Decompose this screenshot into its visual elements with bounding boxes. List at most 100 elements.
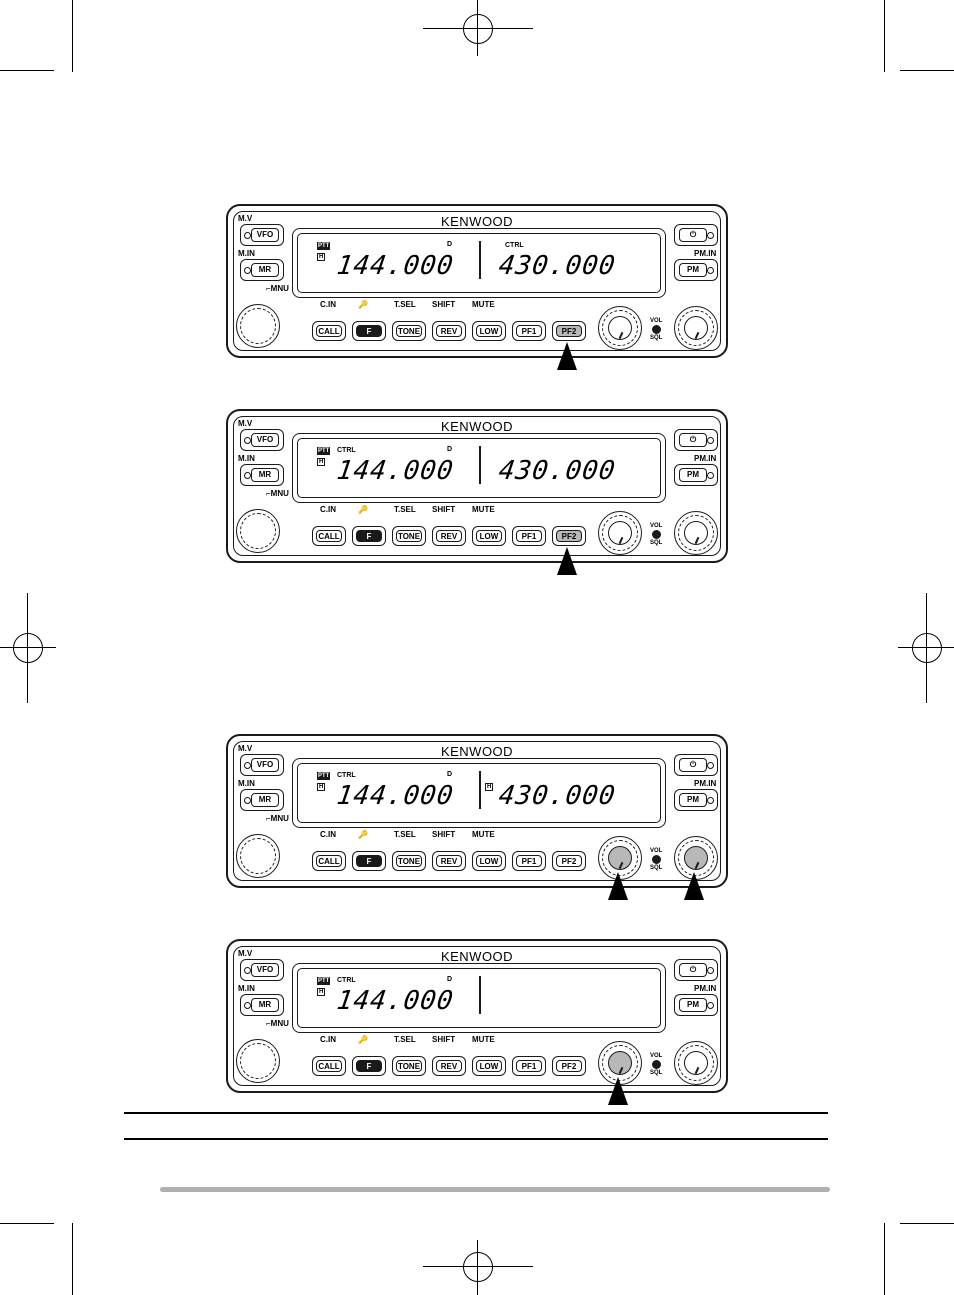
panel-bezel bbox=[233, 741, 721, 881]
tuning-knob-main[interactable] bbox=[236, 1039, 280, 1083]
rev-key[interactable]: REV bbox=[432, 851, 466, 871]
indicator-dot bbox=[244, 232, 251, 239]
lcd-inner-frame bbox=[297, 438, 661, 498]
rev-key[interactable]: REV bbox=[432, 321, 466, 341]
mr-button[interactable]: MR bbox=[240, 789, 284, 811]
key-lock-icon: 🔑 bbox=[358, 300, 368, 309]
right-band-knob[interactable] bbox=[674, 306, 718, 350]
indicator-dot bbox=[707, 967, 714, 974]
tone-key-label: TONE bbox=[396, 325, 422, 337]
mr-button-label: MR bbox=[251, 468, 279, 482]
mv-label: M.V bbox=[238, 744, 253, 753]
indicator-dot bbox=[707, 472, 714, 479]
rev-key[interactable]: REV bbox=[432, 526, 466, 546]
crop-mark bbox=[884, 1223, 886, 1295]
call-key[interactable]: CALL bbox=[312, 321, 346, 341]
vfo-button[interactable]: VFO bbox=[240, 754, 284, 776]
vol-label: VOL bbox=[650, 1053, 663, 1059]
pm-button[interactable]: PM bbox=[674, 994, 718, 1016]
f-key[interactable]: F bbox=[352, 1056, 386, 1076]
shift-label: SHIFT bbox=[432, 1035, 456, 1044]
pf2-key[interactable]: PF2 bbox=[552, 1056, 586, 1076]
power-button[interactable]: ⏻ bbox=[674, 959, 718, 981]
tone-key[interactable]: TONE bbox=[392, 851, 426, 871]
pm-button[interactable]: PM bbox=[674, 789, 718, 811]
crop-mark bbox=[900, 70, 954, 72]
right-band-knob[interactable] bbox=[674, 511, 718, 555]
pf1-key[interactable]: PF1 bbox=[512, 1056, 546, 1076]
power-button[interactable]: ⏻ bbox=[674, 224, 718, 246]
mr-button-label: MR bbox=[251, 793, 279, 807]
mnu-label-text: MNU bbox=[270, 814, 289, 823]
pf1-key[interactable]: PF1 bbox=[512, 321, 546, 341]
pf2-key[interactable]: PF2 bbox=[552, 851, 586, 871]
indicator-dot bbox=[244, 762, 251, 769]
pf1-key[interactable]: PF1 bbox=[512, 851, 546, 871]
mnu-label: ⌐MNU bbox=[266, 1019, 289, 1028]
vol-sql-indicator: VOL SQL bbox=[650, 1053, 662, 1076]
vfo-button[interactable]: VFO bbox=[240, 429, 284, 451]
rev-key-label: REV bbox=[436, 1060, 462, 1072]
left-band-knob[interactable] bbox=[598, 306, 642, 350]
call-key[interactable]: CALL bbox=[312, 851, 346, 871]
power-button[interactable]: ⏻ bbox=[674, 754, 718, 776]
radio-front-panel-3: KENWOOD M.V VFO M.IN MR ⌐MNU ⏻ PM.IN PM … bbox=[226, 734, 728, 888]
pf2-key-label: PF2 bbox=[556, 1060, 582, 1072]
pm-button[interactable]: PM bbox=[674, 464, 718, 486]
lcd-display: PTT H CTRL D 144.000 bbox=[292, 963, 666, 1033]
pf1-key-label: PF1 bbox=[516, 855, 542, 867]
call-key-label: CALL bbox=[316, 530, 342, 542]
d-indicator: D bbox=[447, 771, 453, 778]
pf2-key-label: PF2 bbox=[556, 855, 582, 867]
call-key[interactable]: CALL bbox=[312, 526, 346, 546]
lcd-display: PTT H D 144.000 CTRL 430.000 bbox=[292, 228, 666, 298]
mnu-label-text: MNU bbox=[270, 489, 289, 498]
left-ctrl-indicator: CTRL bbox=[337, 977, 356, 984]
tone-key[interactable]: TONE bbox=[392, 1056, 426, 1076]
pf2-key[interactable]: PF2 bbox=[552, 526, 586, 546]
high-power-indicator: H bbox=[317, 988, 326, 996]
mr-button[interactable]: MR bbox=[240, 994, 284, 1016]
left-band-frequency: 144.000 bbox=[334, 456, 456, 486]
sql-label: SQL bbox=[650, 335, 663, 341]
tuning-knob-main[interactable] bbox=[236, 509, 280, 553]
pf1-key-label: PF1 bbox=[516, 1060, 542, 1072]
low-key[interactable]: LOW bbox=[472, 526, 506, 546]
min-label: M.IN bbox=[238, 779, 255, 788]
pm-button-label: PM bbox=[679, 468, 707, 482]
power-icon: ⏻ bbox=[679, 963, 707, 977]
cin-label: C.IN bbox=[320, 830, 336, 839]
right-band-knob[interactable] bbox=[674, 1041, 718, 1085]
left-band-knob[interactable] bbox=[598, 511, 642, 555]
rev-key-label: REV bbox=[436, 855, 462, 867]
low-key[interactable]: LOW bbox=[472, 851, 506, 871]
mr-button[interactable]: MR bbox=[240, 259, 284, 281]
press-arrow-pf2 bbox=[557, 547, 577, 575]
indicator-dot bbox=[244, 797, 251, 804]
call-key-label: CALL bbox=[316, 855, 342, 867]
tuning-knob-main[interactable] bbox=[236, 304, 280, 348]
f-key[interactable]: F bbox=[352, 851, 386, 871]
key-lock-icon: 🔑 bbox=[358, 830, 368, 839]
vfo-button[interactable]: VFO bbox=[240, 959, 284, 981]
low-key[interactable]: LOW bbox=[472, 321, 506, 341]
pf1-key[interactable]: PF1 bbox=[512, 526, 546, 546]
f-key-label: F bbox=[356, 530, 382, 542]
low-key[interactable]: LOW bbox=[472, 1056, 506, 1076]
power-button[interactable]: ⏻ bbox=[674, 429, 718, 451]
registration-line bbox=[926, 593, 928, 703]
tone-key[interactable]: TONE bbox=[392, 321, 426, 341]
tuning-knob-main[interactable] bbox=[236, 834, 280, 878]
f-key[interactable]: F bbox=[352, 526, 386, 546]
pm-button[interactable]: PM bbox=[674, 259, 718, 281]
vfo-button[interactable]: VFO bbox=[240, 224, 284, 246]
pf2-key[interactable]: PF2 bbox=[552, 321, 586, 341]
right-band-frequency: 430.000 bbox=[496, 781, 618, 811]
tone-key[interactable]: TONE bbox=[392, 526, 426, 546]
min-label: M.IN bbox=[238, 454, 255, 463]
f-key[interactable]: F bbox=[352, 321, 386, 341]
rev-key[interactable]: REV bbox=[432, 1056, 466, 1076]
call-key[interactable]: CALL bbox=[312, 1056, 346, 1076]
shift-label: SHIFT bbox=[432, 300, 456, 309]
mr-button[interactable]: MR bbox=[240, 464, 284, 486]
